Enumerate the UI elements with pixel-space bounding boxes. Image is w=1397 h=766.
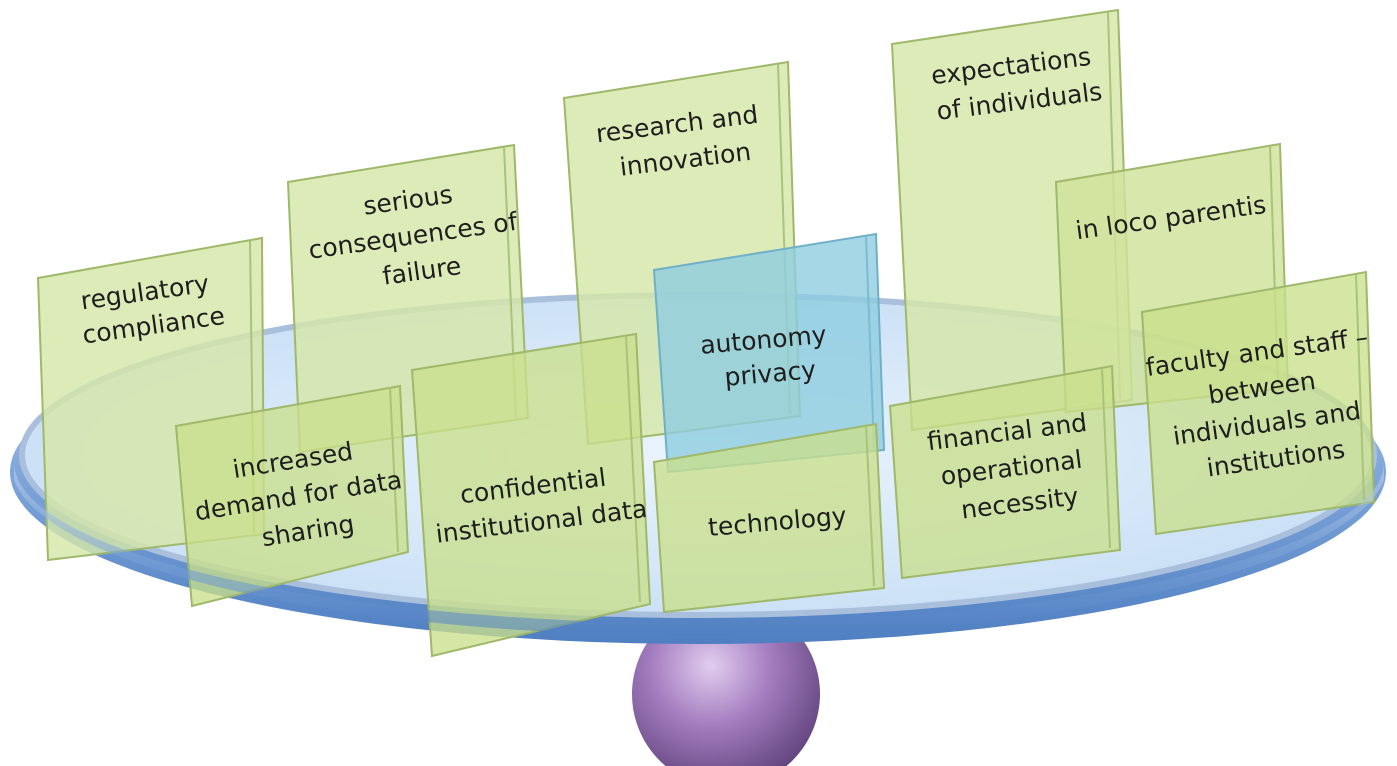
card-confidential: confidential institutional data [410,332,652,658]
card-financial: financial and operational necessity [888,364,1122,580]
card-faculty: faculty and staff – between individuals … [1140,270,1376,536]
card-autonomy: autonomy privacy [652,232,886,474]
card-technology: technology [652,422,886,614]
card-increased: increased demand for data sharing [174,384,410,608]
